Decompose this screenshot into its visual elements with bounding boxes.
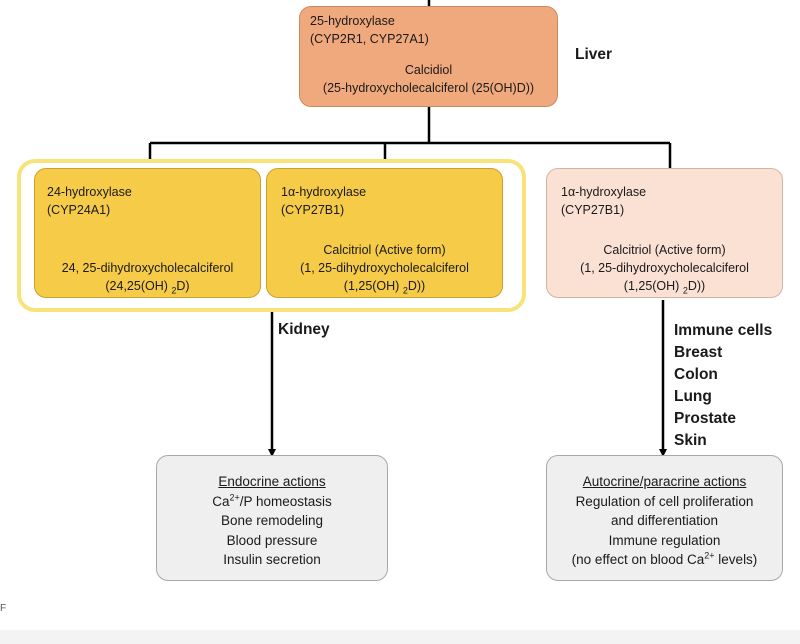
autocrine-line-3: Immune regulation [608,532,721,548]
endocrine-line-4: Insulin secretion [223,552,321,567]
k24-enzyme: 24-hydroxylase [47,185,132,199]
k1a-product-full: (1, 25-dihydroxycholecalciferol [300,261,469,275]
liver-box: 25-hydroxylase (CYP2R1, CYP27A1) Calcidi… [299,6,558,107]
tissue-item: Breast [674,344,723,361]
liver-enzyme: 25-hydroxylase [310,14,395,28]
k1a-enzyme: 1α-hydroxylase [281,185,367,199]
extrarenal-1a-hydroxylase-box: 1α-hydroxylase (CYP27B1) Calcitriol (Act… [546,168,783,298]
k1a-gene: (CYP27B1) [281,203,345,217]
ext-enzyme: 1α-hydroxylase [561,185,647,199]
endocrine-line-3: Blood pressure [226,532,318,548]
k24-gene: (CYP24A1) [47,203,111,217]
kidney-label: Kidney [278,321,330,338]
liver-enzyme-genes: (CYP2R1, CYP27A1) [310,32,429,46]
tissue-item: Lung [674,388,712,405]
endocrine-line-1: Ca2+/P homeostasis [212,492,332,509]
autocrine-paracrine-actions-box: Autocrine/paracrine actions Regulation o… [546,455,783,581]
tissue-item: Prostate [674,410,737,427]
ext-abbr: (1,25(OH) 2D)) [623,279,706,296]
tissue-list: Immune cells Breast Colon Lung Prostate … [674,320,772,452]
kidney-1a-hydroxylase-box: 1α-hydroxylase (CYP27B1) Calcitriol (Act… [266,168,503,298]
autocrine-line-1: Regulation of cell proliferation [575,493,754,509]
liver-product-full: (25-hydroxycholecalciferol (25(OH)D)) [322,81,535,95]
liver-label: Liver [575,46,613,63]
endocrine-title: Endocrine actions [218,474,326,489]
tissue-item: Immune cells [674,322,773,339]
ext-product-full: (1, 25-dihydroxycholecalciferol [580,261,749,275]
bottom-strip [0,630,800,644]
k24-product: 24, 25-dihydroxycholecalciferol [61,261,234,275]
edge-mark: F [0,603,7,614]
ext-gene: (CYP27B1) [561,203,625,217]
k1a-abbr: (1,25(OH) 2D)) [343,279,426,296]
endocrine-actions-box: Endocrine actions Ca2+/P homeostasis Bon… [156,455,388,581]
liver-product: Calcidiol [404,63,453,77]
k1a-product: Calcitriol (Active form) [323,243,446,257]
tissue-item: Colon [674,366,718,383]
autocrine-line-2: and differentiation [610,513,719,528]
autocrine-line-4: (no effect on blood Ca2+ levels) [571,550,758,567]
autocrine-title: Autocrine/paracrine actions [582,474,747,489]
endocrine-line-2: Bone remodeling [220,513,324,528]
k24-abbr: (24,25(OH) 2D) [105,279,190,296]
kidney-24-hydroxylase-box: 24-hydroxylase (CYP24A1) 24, 25-dihydrox… [34,168,261,298]
tissue-item: Skin [674,432,707,449]
ext-product: Calcitriol (Active form) [603,243,726,257]
